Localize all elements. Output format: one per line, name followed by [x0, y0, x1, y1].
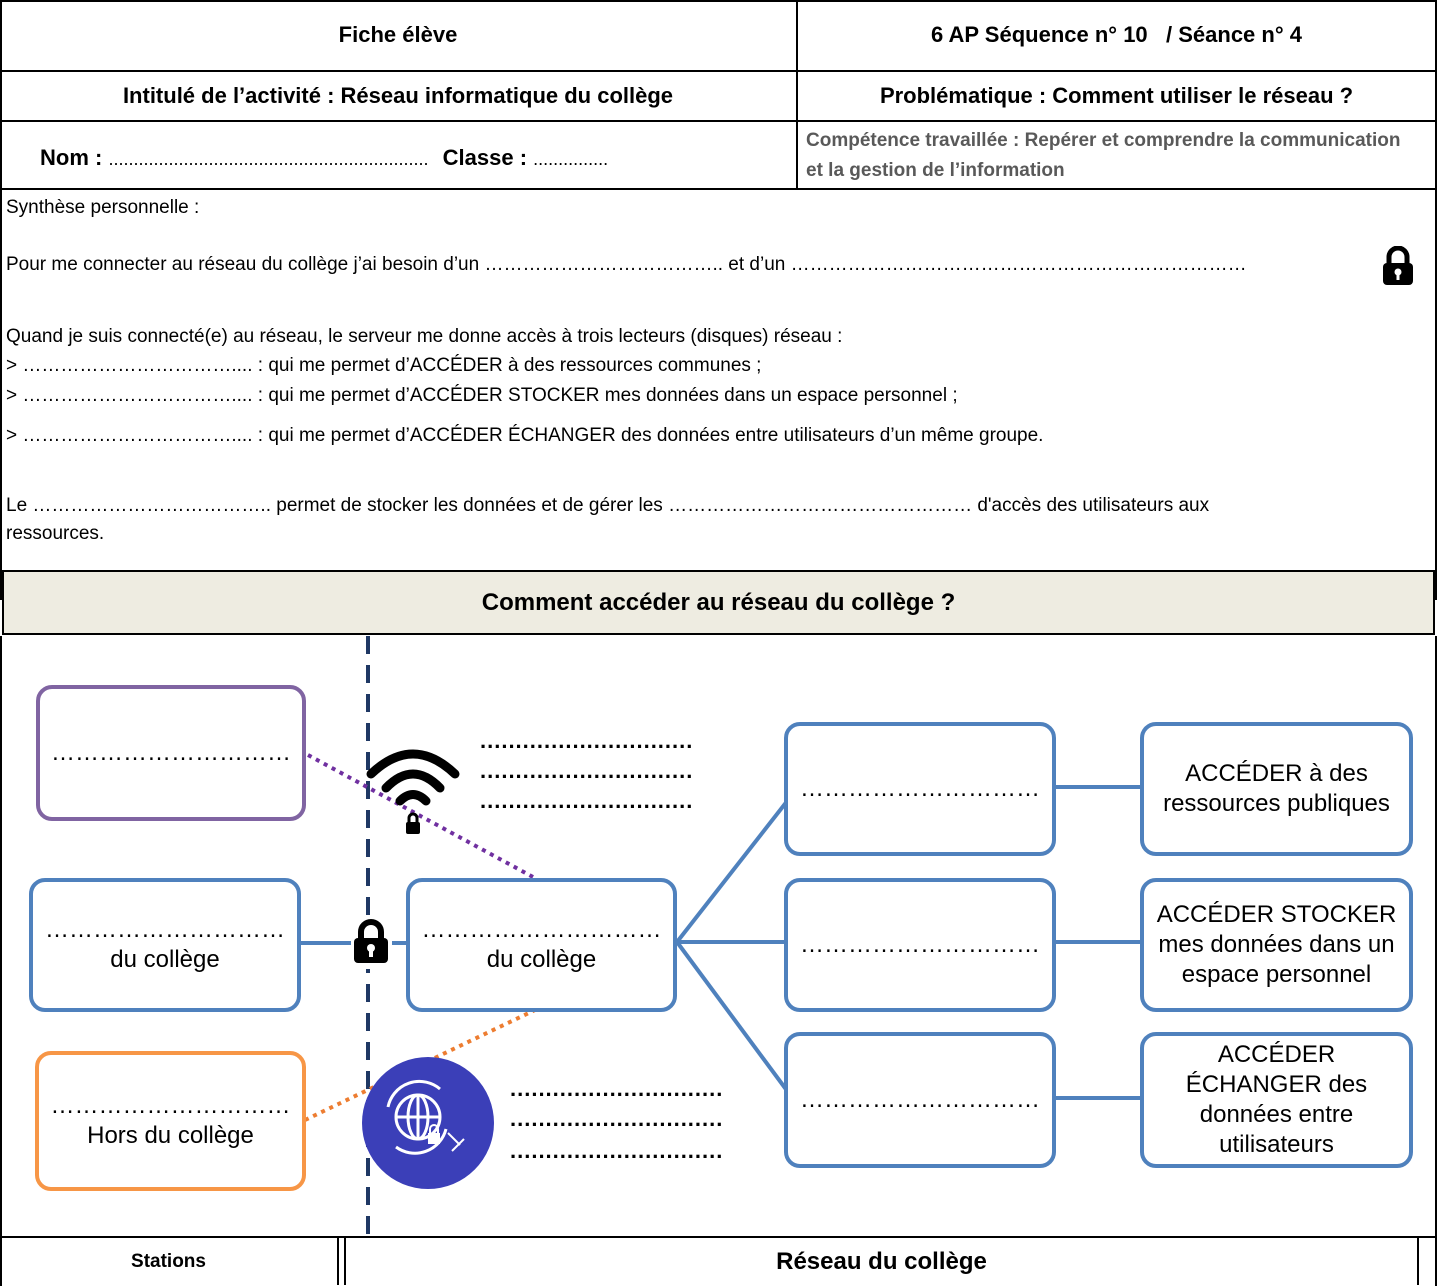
- lock-icon: [1381, 245, 1415, 291]
- class-label: Classe :: [442, 145, 528, 170]
- box-drive-1[interactable]: …………………………: [784, 722, 1056, 856]
- box-server-label: du collège: [486, 946, 597, 973]
- wifi-dots-3: ..............................: [480, 788, 694, 813]
- box-station-dots: …………………………: [45, 916, 285, 943]
- box-drive-3[interactable]: …………………………: [784, 1032, 1056, 1168]
- competence-text: Compétence travaillée : Repérer et compr…: [806, 130, 1401, 181]
- sequence-label: 6 AP Séquence n° 10 / Séance n° 4: [931, 22, 1302, 47]
- name-label: Nom :: [40, 145, 103, 170]
- synthese-line-3a: Le ……………………………….. permet de stocker les …: [6, 495, 1210, 516]
- box-outside-device[interactable]: ………………………… Hors du collège: [35, 1051, 306, 1191]
- vpn-globe-icon: [360, 1055, 496, 1196]
- synthese-line-2: Quand je suis connecté(e) au réseau, le …: [6, 326, 843, 347]
- vpn-dots-1: ..............................: [510, 1076, 724, 1101]
- box-server-dots: …………………………: [421, 916, 662, 943]
- access-exchange-label: ACCÉDER ÉCHANGER des données entre utili…: [1185, 1041, 1368, 1158]
- name-field[interactable]: ........................................…: [108, 149, 429, 169]
- synthese-item-3: > …………………………….... : qui me permet d’ACCÉ…: [6, 425, 1044, 446]
- fiche-title: Fiche élève: [338, 22, 458, 47]
- box-access-public: ACCÉDER à des ressources publiques: [1140, 722, 1413, 856]
- lock-wired-icon: [351, 918, 391, 969]
- synthese-line-1: Pour me connecter au réseau du collège j…: [6, 254, 1247, 275]
- box-wifi-dots: …………………………: [51, 739, 291, 766]
- box-outside-label: Hors du collège: [87, 1122, 254, 1149]
- vpn-dots-2: ..............................: [510, 1106, 724, 1131]
- vpn-dots-3: ..............................: [510, 1138, 724, 1163]
- synthese-item-2: > …………………………….... : qui me permet d’ACCÉ…: [6, 385, 958, 406]
- footer-reseau: Réseau du collège: [776, 1247, 987, 1275]
- wifi-icon: [366, 740, 460, 841]
- box-drive-3-dots: …………………………: [800, 1086, 1040, 1113]
- box-access-exchange: ACCÉDER ÉCHANGER des données entre utili…: [1140, 1032, 1413, 1168]
- access-storage-label: ACCÉDER STOCKER mes données dans un espa…: [1156, 901, 1397, 988]
- problem-statement: Problématique : Comment utiliser le rése…: [879, 83, 1354, 108]
- box-drive-2-dots: …………………………: [800, 931, 1040, 958]
- activity-title: Intitulé de l’activité : Réseau informat…: [122, 83, 674, 108]
- access-public-label: ACCÉDER à des ressources publiques: [1163, 760, 1390, 817]
- wifi-dots-1: ..............................: [480, 728, 694, 753]
- box-drive-1-dots: …………………………: [800, 775, 1040, 802]
- synthese-item-1: > …………………………….... : qui me permet d’ACCÉ…: [6, 355, 762, 376]
- synthese-line-3b: ressources.: [6, 523, 105, 544]
- wifi-dots-2: ..............................: [480, 758, 694, 783]
- box-server[interactable]: ………………………… du collège: [406, 878, 677, 1012]
- box-access-storage: ACCÉDER STOCKER mes données dans un espa…: [1140, 878, 1413, 1012]
- footer-stations: Stations: [131, 1250, 206, 1272]
- box-station-label: du collège: [110, 946, 220, 973]
- name-class-row: Nom : ..................................…: [40, 145, 608, 171]
- synthese-title: Synthèse personnelle :: [6, 197, 200, 218]
- box-station-college[interactable]: ………………………… du collège: [29, 878, 301, 1012]
- diagram-title: Comment accéder au réseau du collège ?: [2, 570, 1435, 635]
- box-outside-dots: …………………………: [50, 1092, 291, 1119]
- box-drive-2[interactable]: …………………………: [784, 878, 1056, 1012]
- box-wifi-device[interactable]: …………………………: [36, 685, 306, 821]
- class-field[interactable]: ...............: [533, 149, 609, 169]
